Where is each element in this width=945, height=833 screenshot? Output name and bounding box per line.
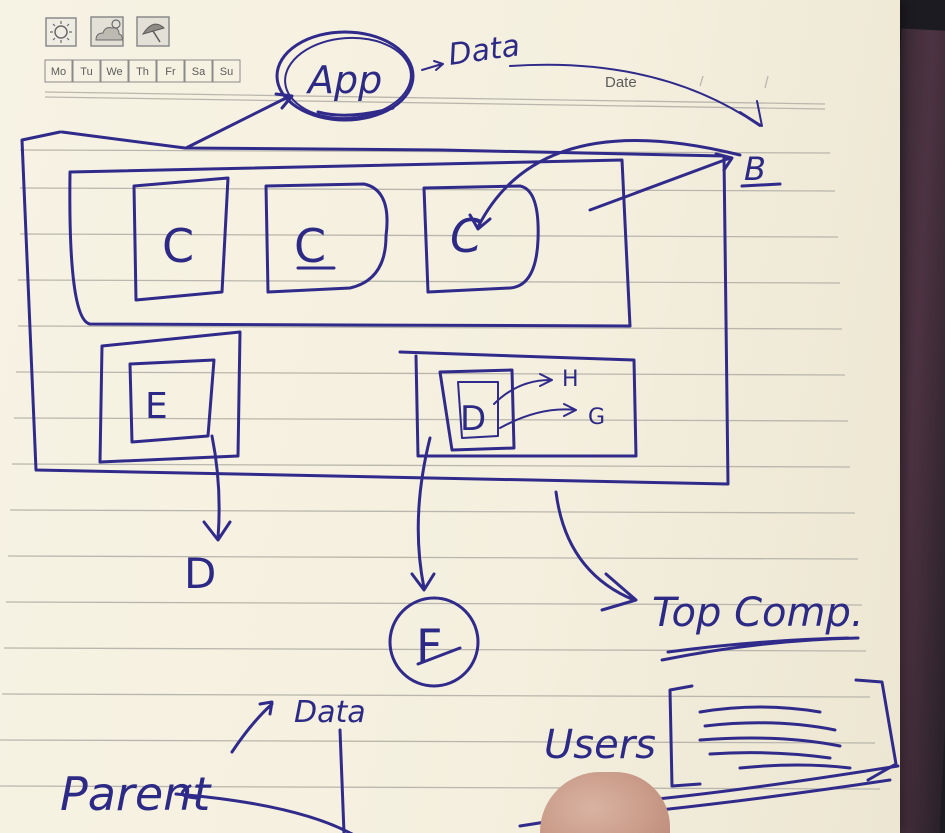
- app-to-container-arrow: [184, 92, 294, 150]
- app-to-data-arrow: [421, 60, 444, 71]
- cloudy-icon: [90, 16, 124, 47]
- diagram-canvas: Mo Tu We Th Fr Sa Su Date App Data B: [0, 16, 900, 833]
- weekday-cell: Th: [128, 59, 157, 83]
- b-to-c3-arrow: [468, 138, 742, 231]
- app-node: App: [275, 30, 415, 122]
- g-label: G: [588, 405, 605, 430]
- e-to-d-arrow: [202, 434, 232, 542]
- c-row-box: [68, 158, 632, 328]
- d-inner-label: D: [460, 399, 486, 439]
- h-label: H: [562, 367, 579, 392]
- umbrella-icon: [136, 16, 170, 47]
- d-component-box: D H G: [398, 350, 638, 458]
- weekday-cell: Mo: [44, 59, 73, 83]
- weather-icons: [45, 16, 170, 47]
- date-to-b-arrow: [509, 63, 761, 127]
- weekday-cell: Tu: [72, 59, 101, 83]
- date-label: Date: [605, 74, 637, 91]
- c2-label: C: [294, 219, 326, 273]
- c-row-to-b-arrow: [588, 152, 734, 212]
- c3-label: C: [450, 209, 482, 263]
- c-card-2: C: [264, 182, 389, 294]
- data-bottom-label: Data: [294, 695, 366, 730]
- users-bracket-box: [646, 678, 900, 812]
- top-comp-underline: [660, 636, 860, 662]
- weekday-label: Fr: [165, 66, 176, 78]
- notebook-page: Mo Tu We Th Fr Sa Su Date App Data B: [0, 0, 900, 833]
- weekday-label: Sa: [192, 66, 206, 78]
- weekday-cell: Sa: [184, 59, 213, 83]
- weekday-cell: Su: [212, 59, 241, 83]
- weekday-label: Th: [136, 66, 149, 78]
- weekday-cell: We: [100, 59, 129, 83]
- weekday-row: Mo Tu We Th Fr Sa Su: [44, 59, 241, 83]
- f-node: F: [388, 596, 480, 688]
- weekday-cell: Fr: [156, 59, 185, 83]
- c-card-3: C: [422, 184, 540, 294]
- parent-underline: [174, 784, 354, 833]
- sun-icon: [45, 17, 77, 47]
- weekday-label: Su: [220, 66, 233, 78]
- top-comp-label: Top Comp.: [652, 590, 864, 636]
- e-component-box: E: [98, 330, 242, 464]
- f-label: F: [416, 619, 442, 673]
- d-bottom-label: D: [184, 549, 216, 598]
- app-label: App: [305, 58, 382, 102]
- b-label: B: [744, 150, 766, 188]
- c-card-1: C: [132, 176, 230, 302]
- weekday-label: Mo: [51, 66, 66, 78]
- d-to-f-arrow: [410, 436, 436, 592]
- e-label: E: [145, 386, 168, 427]
- container-to-topcomp-arrow: [554, 490, 638, 612]
- users-label: Users: [544, 722, 656, 768]
- outer-container-box: [20, 130, 730, 486]
- c1-label: C: [162, 219, 194, 273]
- weekday-label: Tu: [80, 66, 92, 78]
- weekday-label: We: [106, 66, 122, 78]
- parent-to-data-arrow: [230, 700, 274, 754]
